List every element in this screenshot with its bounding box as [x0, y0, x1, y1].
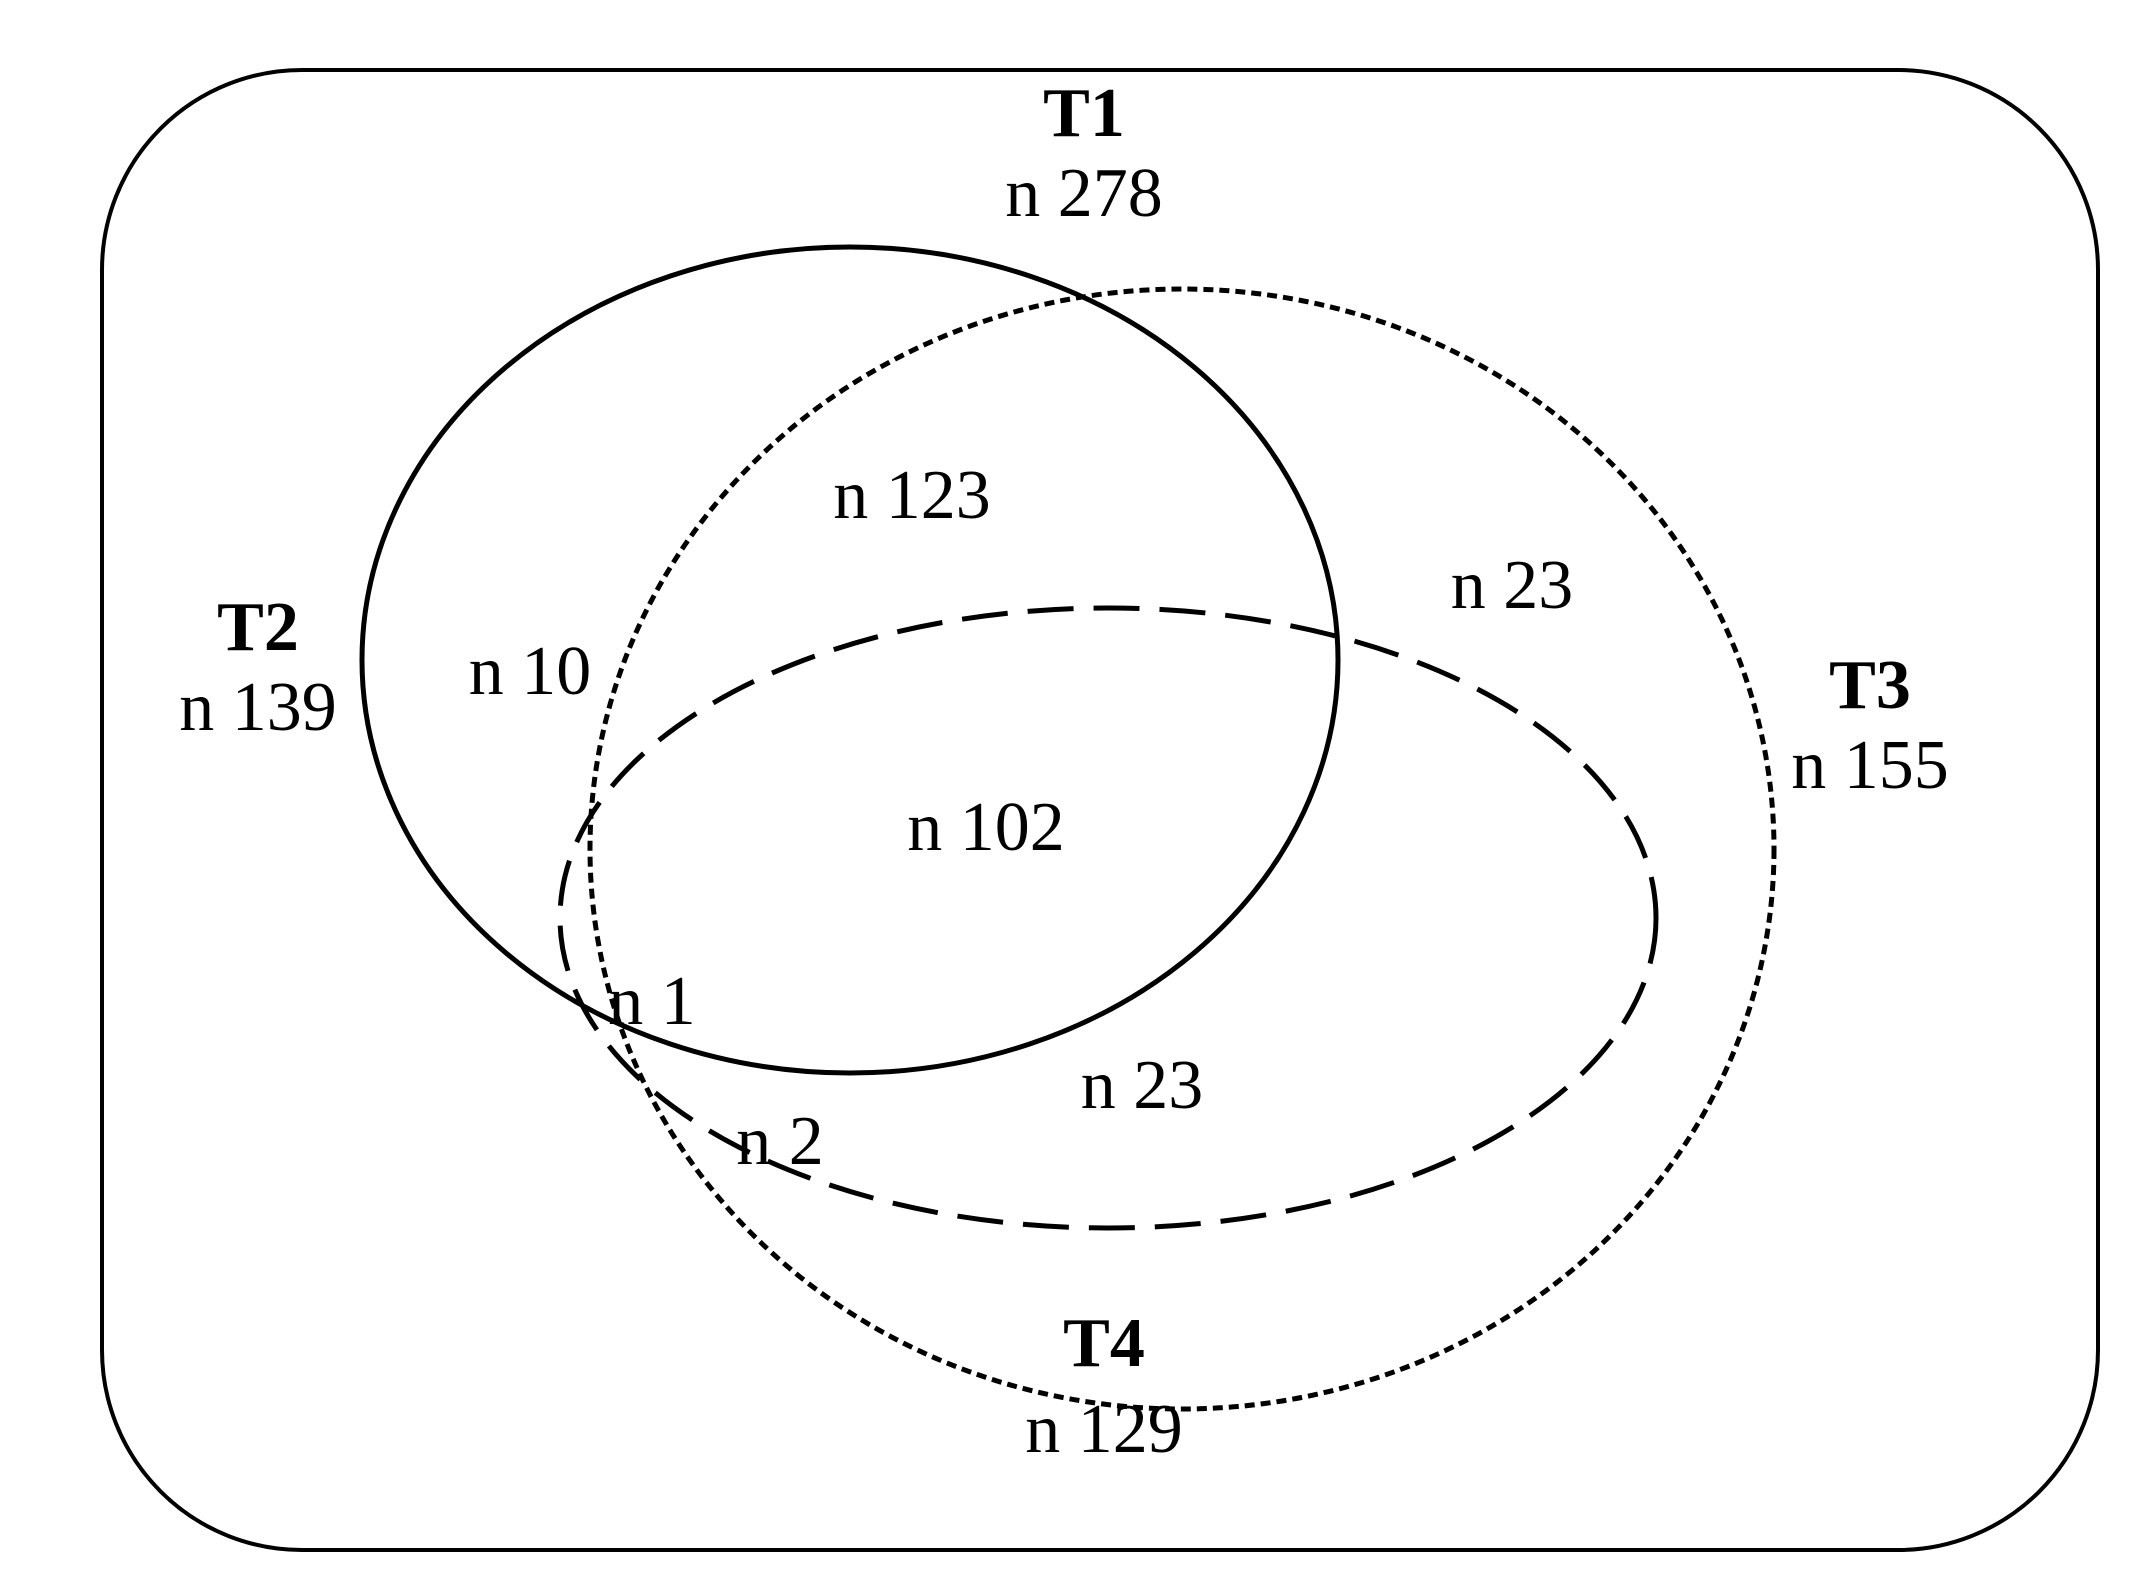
region-t1-left: n 10	[469, 633, 592, 710]
t1-ellipse	[359, 244, 1341, 1076]
t1-name: T1	[1043, 75, 1125, 152]
region-t3-t4-lower: n 23	[1081, 1047, 1204, 1124]
region-t1-t3-top: n 123	[833, 457, 991, 534]
t2-count: n 139	[179, 669, 337, 746]
outer-frame	[100, 68, 2100, 1552]
region-core: n 102	[907, 789, 1065, 866]
t4-count: n 129	[1025, 1391, 1183, 1468]
t3-count: n 155	[1791, 727, 1949, 804]
region-t1-t4-edge: n 1	[608, 963, 696, 1040]
t2-name: T2	[217, 589, 299, 666]
region-t3-only: n 23	[1451, 547, 1574, 624]
t4-ellipse	[557, 605, 1659, 1231]
t3-ellipse	[587, 286, 1777, 1412]
region-t4-left: n 2	[736, 1103, 824, 1180]
t3-name: T3	[1829, 647, 1911, 724]
t1-count: n 278	[1005, 155, 1163, 232]
t4-name: T4	[1063, 1305, 1145, 1382]
